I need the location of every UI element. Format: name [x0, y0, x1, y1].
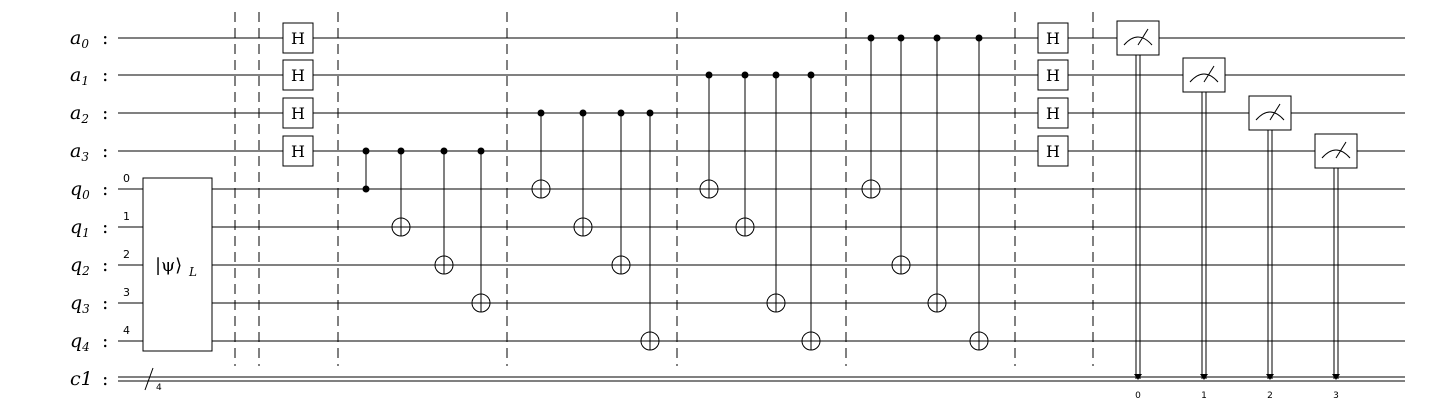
- meter-icon: [1189, 73, 1219, 83]
- meter-needle: [1203, 65, 1215, 83]
- hadamard-gate: [282, 135, 314, 167]
- wire-colon: :: [102, 254, 108, 276]
- control-dot: [867, 34, 875, 42]
- state-preparation: |ψ⟩ L: [142, 177, 213, 352]
- control-dot: [397, 147, 405, 155]
- wire-label-q4: q4: [70, 330, 90, 354]
- control-dot: [772, 71, 780, 79]
- hadamard-gate: [282, 22, 314, 54]
- wire-label-q0: q0: [70, 178, 90, 202]
- measurement-box: [1116, 20, 1160, 56]
- state-prep-input-index: 3: [123, 286, 130, 299]
- measurement-bit-index: 1: [1201, 391, 1207, 401]
- register-size: 4: [156, 383, 162, 393]
- meter-needle: [1269, 103, 1281, 121]
- wire-colon: :: [102, 178, 108, 200]
- control-dot: [897, 34, 905, 42]
- hadamard-gate: [1037, 97, 1069, 129]
- classical-register-label: c1: [70, 368, 93, 390]
- control-dot: [579, 109, 587, 117]
- wire-colon: :: [102, 216, 108, 238]
- state-prep-input-index: 0: [123, 172, 130, 185]
- measurement-box: [1248, 95, 1292, 131]
- measurement-bit-index: 2: [1267, 391, 1273, 401]
- hadamard-label: H: [1046, 29, 1060, 48]
- hadamard-label: H: [1046, 66, 1060, 85]
- wire-label-q3: q3: [70, 292, 90, 316]
- measurement-box: [1314, 133, 1358, 169]
- state-prep-input-index: 1: [123, 210, 130, 223]
- control-dot: [741, 71, 749, 79]
- control-dot: [537, 109, 545, 117]
- measurement-box: [1182, 57, 1226, 93]
- control-dot: [933, 34, 941, 42]
- state-prep-label: |ψ⟩: [155, 255, 182, 276]
- measurement-arrow: [1200, 374, 1208, 380]
- wire-label-a3: a3: [70, 140, 89, 164]
- control-dot: [617, 109, 625, 117]
- wire-label-a1: a1: [70, 64, 89, 88]
- wire-colon: :: [102, 330, 108, 352]
- wire-colon: :: [102, 292, 108, 314]
- hadamard-gate: [282, 97, 314, 129]
- control-dot: [362, 185, 370, 193]
- measurement-arrow: [1266, 374, 1274, 380]
- control-dot: [440, 147, 448, 155]
- meter-icon: [1255, 111, 1285, 121]
- wire-colon: :: [102, 27, 108, 49]
- wire-label-a0: a0: [70, 27, 89, 51]
- state-prep-subscript: L: [188, 265, 197, 279]
- hadamard-gate: [1037, 135, 1069, 167]
- control-dot: [362, 147, 370, 155]
- wire-colon: :: [102, 102, 108, 124]
- hadamard-label: H: [291, 66, 305, 85]
- hadamard-label: H: [291, 142, 305, 161]
- wire-label-q1: q1: [70, 216, 90, 240]
- wires: 4: [118, 37, 1405, 393]
- wire-label-q2: q2: [70, 254, 90, 278]
- meter-needle: [1137, 28, 1149, 46]
- measurements: 0 1 2 3: [1116, 20, 1358, 401]
- hadamard-gate: [282, 59, 314, 91]
- state-prep-input-index: 4: [123, 324, 130, 337]
- measurement-bit-index: 3: [1333, 391, 1339, 401]
- hadamard-gate: [1037, 59, 1069, 91]
- wire-label-a2: a2: [70, 102, 89, 126]
- meter-icon: [1321, 149, 1351, 159]
- state-prep-input-index: 2: [123, 248, 130, 261]
- measurement-arrow: [1332, 374, 1340, 380]
- wire-colon: :: [102, 64, 108, 86]
- control-dot: [477, 147, 485, 155]
- state-prep-box: [142, 177, 213, 352]
- hadamard-label: H: [1046, 104, 1060, 123]
- wire-colon: :: [102, 368, 108, 390]
- measurement-arrow: [1134, 374, 1142, 380]
- measurement-bit-index: 0: [1135, 391, 1141, 401]
- hadamard-gate: [1037, 22, 1069, 54]
- hadamard-label: H: [291, 104, 305, 123]
- control-dot: [807, 71, 815, 79]
- hadamard-label: H: [291, 29, 305, 48]
- hadamard-label: H: [1046, 142, 1060, 161]
- wire-colon: :: [102, 140, 108, 162]
- barriers: [234, 12, 1094, 366]
- register-slash: [144, 367, 154, 391]
- control-dot: [646, 109, 654, 117]
- meter-needle: [1335, 141, 1347, 159]
- cnot-gates: [362, 34, 989, 351]
- control-dot: [975, 34, 983, 42]
- wire-labels: a0: a1: a2: a3: q0: q1: q2: q3: q4: c1: 0 1 2 3 4: [70, 27, 130, 390]
- control-dot: [705, 71, 713, 79]
- meter-icon: [1123, 36, 1153, 46]
